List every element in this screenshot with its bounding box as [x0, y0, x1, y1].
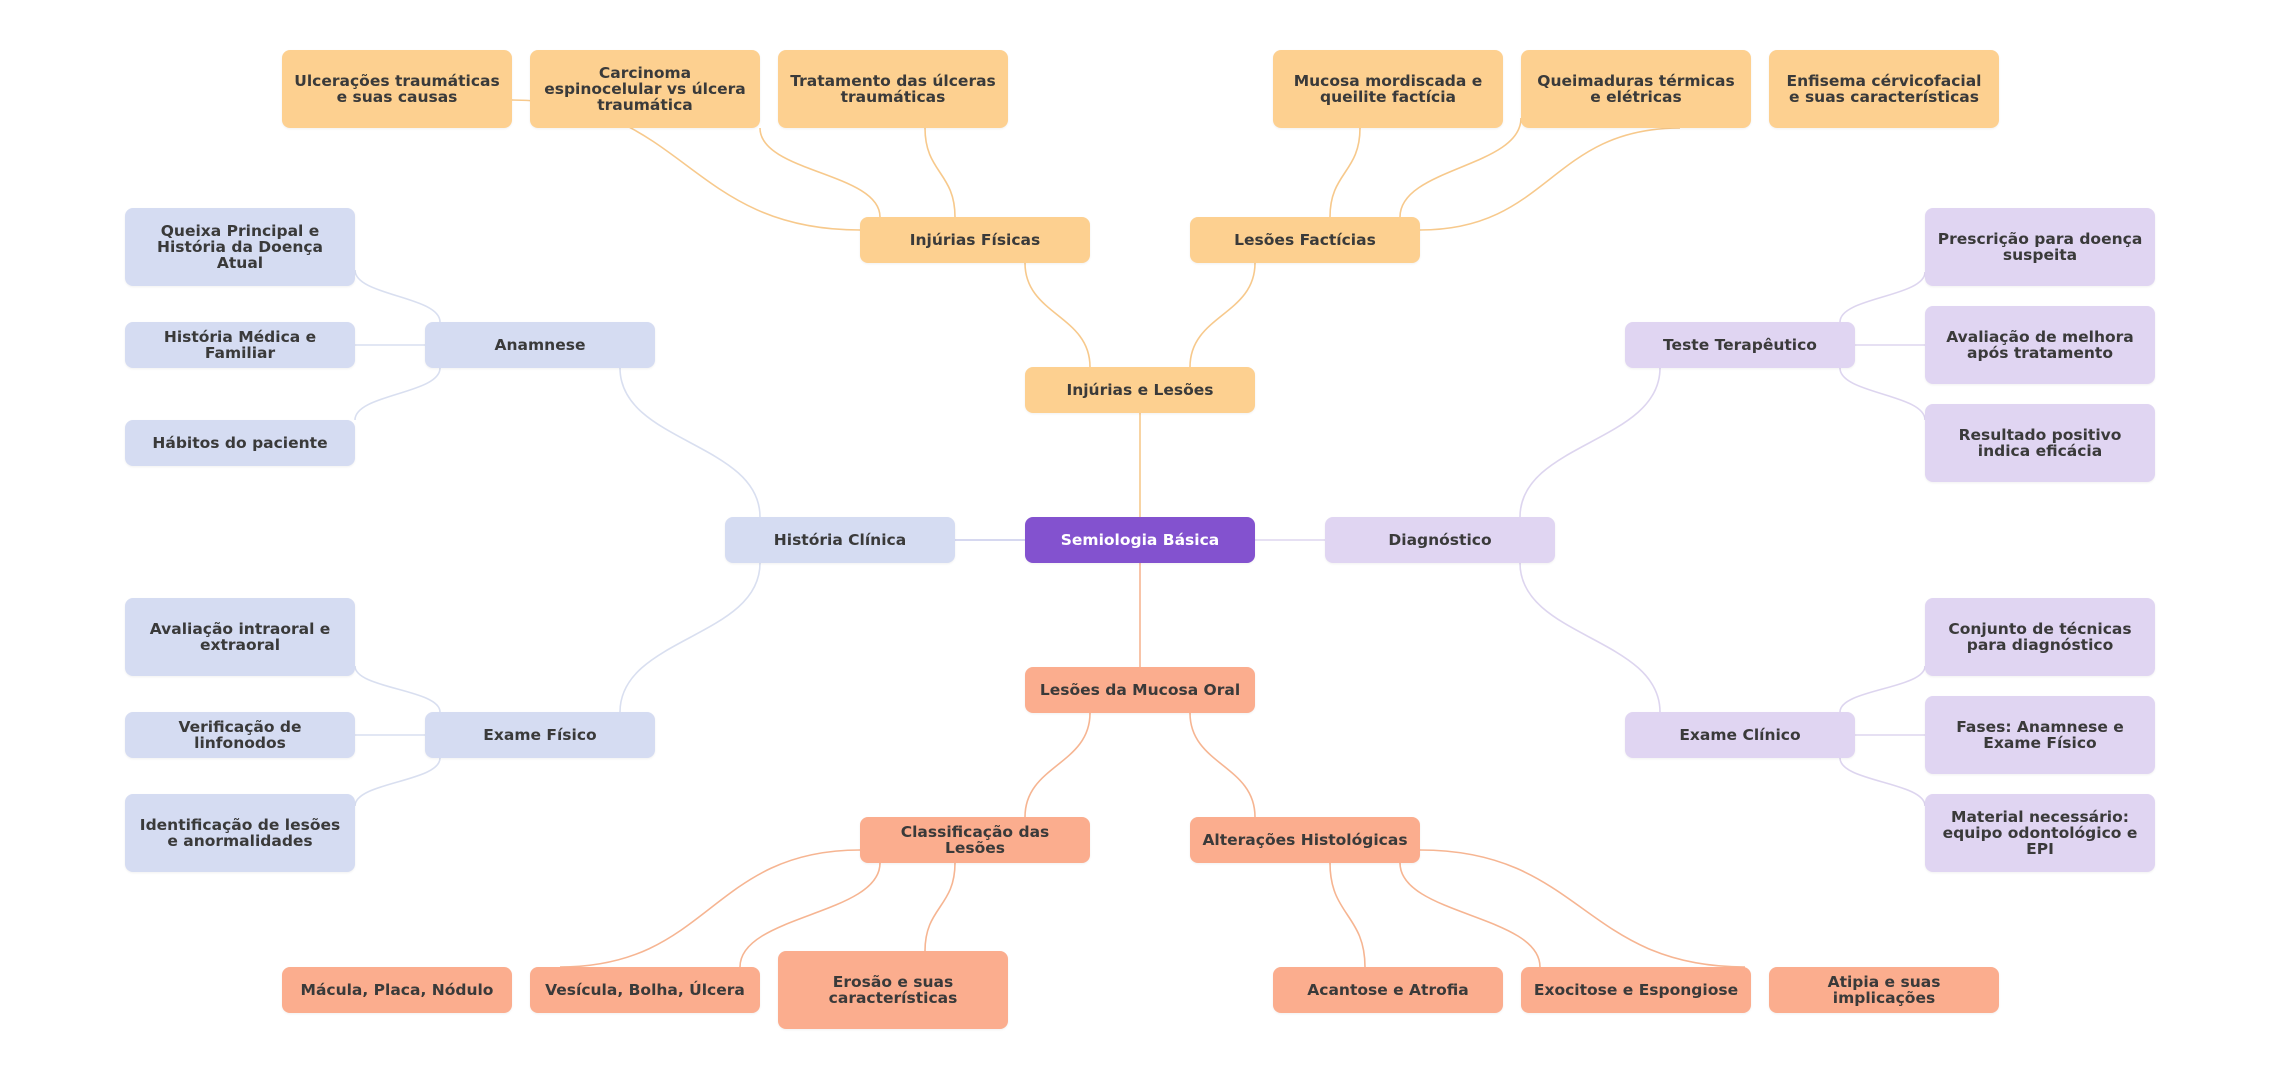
link-exame-ef1: [354, 665, 441, 713]
link-facticias-f2: [1399, 117, 1522, 218]
link-anamnese-an1: [354, 269, 441, 323]
link-diagnostico-exame: [1519, 562, 1661, 713]
link-mucosa-alteracoes: [1189, 712, 1256, 818]
link-mucosa-classificacao: [1024, 712, 1091, 818]
link-classificacao-cl3: [924, 862, 956, 952]
mucosa-mordiscada-node[interactable]: Mucosa mordiscada e queilite factícia: [1273, 50, 1503, 128]
link-alteracoes-al2: [1399, 862, 1541, 968]
atipia-node[interactable]: Atipia e suas implicações: [1769, 967, 1999, 1013]
exocitose-node[interactable]: Exocitose e Espongiose: [1521, 967, 1751, 1013]
erosao-node[interactable]: Erosão e suas características: [778, 951, 1008, 1029]
link-alteracoes-al3: [1419, 849, 1746, 968]
enfisema-node[interactable]: Enfisema cérvicofacial e suas caracterís…: [1769, 50, 1999, 128]
injurias-node[interactable]: Injúrias e Lesões: [1025, 367, 1255, 413]
link-historia-exame: [619, 562, 761, 713]
link-teste-tt1: [1839, 271, 1926, 323]
linfonodos-node[interactable]: Verificação de linfonodos: [125, 712, 355, 758]
resultado-positivo-node[interactable]: Resultado positivo indica eficácia: [1925, 404, 2155, 482]
exame-fisico-node[interactable]: Exame Físico: [425, 712, 655, 758]
anamnese-node[interactable]: Anamnese: [425, 322, 655, 368]
link-injurias-fisicas: [1024, 262, 1091, 368]
vesicula-node[interactable]: Vesícula, Bolha, Úlcera: [530, 967, 760, 1013]
identificacao-lesoes-node[interactable]: Identificação de lesões e anormalidades: [125, 794, 355, 872]
teste-terapeutico-node[interactable]: Teste Terapêutico: [1625, 322, 1855, 368]
link-classificacao-cl2: [739, 862, 881, 968]
mucosa-oral-node[interactable]: Lesões da Mucosa Oral: [1025, 667, 1255, 713]
link-diagnostico-teste: [1519, 367, 1661, 518]
root-node[interactable]: Semiologia Básica: [1025, 517, 1255, 563]
habitos-node[interactable]: Hábitos do paciente: [125, 420, 355, 466]
link-anamnese-an3: [354, 367, 441, 421]
fases-node[interactable]: Fases: Anamnese e Exame Físico: [1925, 696, 2155, 774]
queixa-principal-node[interactable]: Queixa Principal e História da Doença At…: [125, 208, 355, 286]
link-injurias-facticias: [1189, 262, 1256, 368]
injurias-fisicas-node[interactable]: Injúrias Físicas: [860, 217, 1090, 263]
conjunto-tecnicas-node[interactable]: Conjunto de técnicas para diagnóstico: [1925, 598, 2155, 676]
link-exame-ec3: [1839, 757, 1926, 807]
prescricao-node[interactable]: Prescrição para doença suspeita: [1925, 208, 2155, 286]
exame-clinico-node[interactable]: Exame Clínico: [1625, 712, 1855, 758]
lesoes-facticias-node[interactable]: Lesões Factícias: [1190, 217, 1420, 263]
historia-clinica-node[interactable]: História Clínica: [725, 517, 955, 563]
carcinoma-node[interactable]: Carcinoma espinocelular vs úlcera traumá…: [530, 50, 760, 128]
macula-node[interactable]: Mácula, Placa, Nódulo: [282, 967, 512, 1013]
link-fisicas-f3: [924, 127, 956, 218]
link-fisicas-f2: [759, 127, 881, 218]
link-facticias-f1: [1329, 127, 1361, 218]
link-facticias-f3: [1419, 127, 1681, 231]
avaliacao-intraoral-node[interactable]: Avaliação intraoral e extraoral: [125, 598, 355, 676]
material-node[interactable]: Material necessário: equipo odontológico…: [1925, 794, 2155, 872]
link-teste-tt3: [1839, 367, 1926, 421]
link-classificacao-cl1: [559, 849, 861, 968]
link-exame-ec1: [1839, 665, 1926, 713]
link-historia-anamnese: [619, 367, 761, 518]
classificacao-lesoes-node[interactable]: Classificação das Lesões: [860, 817, 1090, 863]
historia-medica-node[interactable]: História Médica e Familiar: [125, 322, 355, 368]
link-alteracoes-al1: [1329, 862, 1366, 968]
queimaduras-node[interactable]: Queimaduras térmicas e elétricas: [1521, 50, 1751, 128]
tratamento-ulceras-node[interactable]: Tratamento das úlceras traumáticas: [778, 50, 1008, 128]
diagnostico-node[interactable]: Diagnóstico: [1325, 517, 1555, 563]
acantose-node[interactable]: Acantose e Atrofia: [1273, 967, 1503, 1013]
alteracoes-histologicas-node[interactable]: Alterações Histológicas: [1190, 817, 1420, 863]
ulceracoes-node[interactable]: Ulcerações traumáticas e suas causas: [282, 50, 512, 128]
avaliacao-melhora-node[interactable]: Avaliação de melhora após tratamento: [1925, 306, 2155, 384]
link-exame-ef3: [354, 757, 441, 807]
